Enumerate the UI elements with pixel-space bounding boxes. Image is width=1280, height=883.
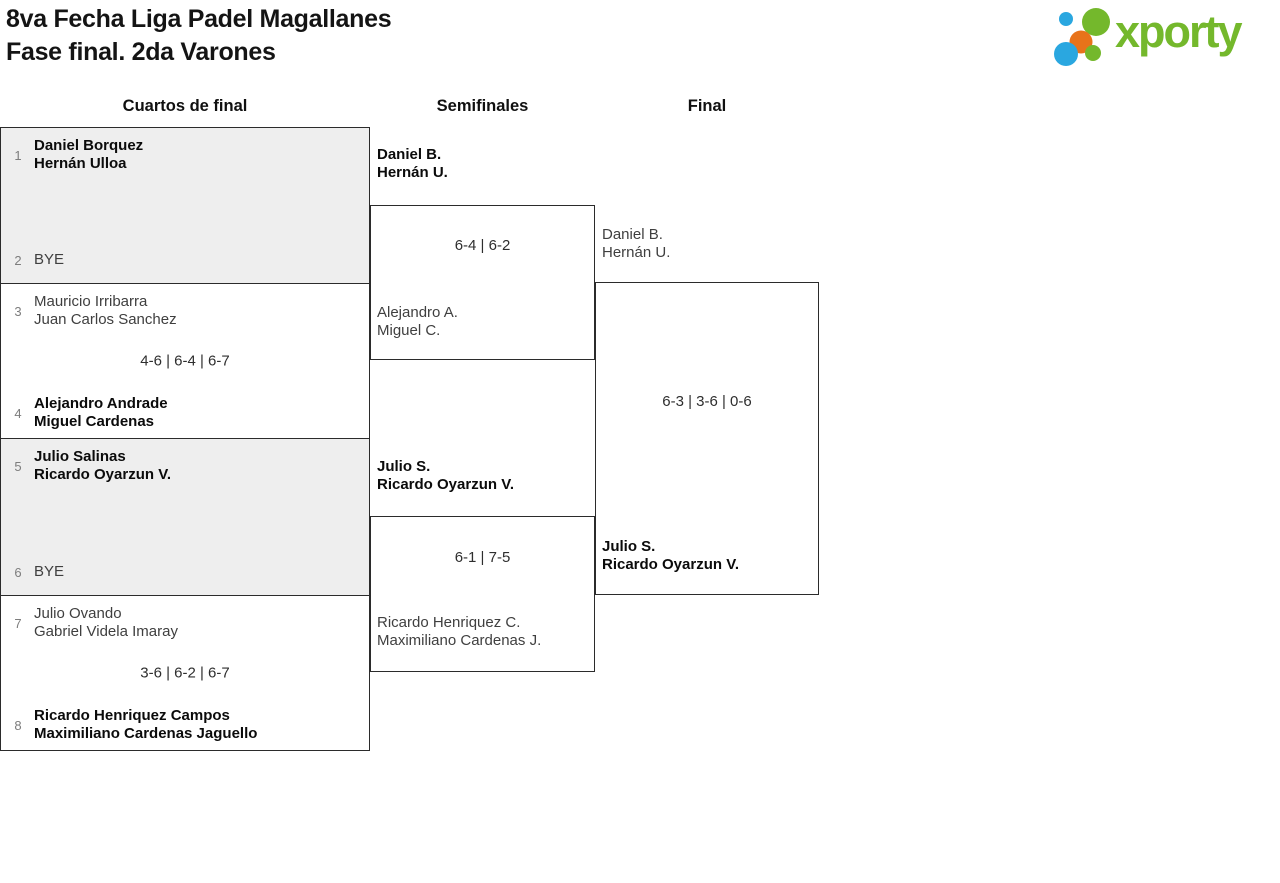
semifinal-1-bottom-team: Alejandro A.Miguel C. <box>377 304 458 340</box>
match-semifinal-1-box <box>370 205 595 360</box>
player-1: Alejandro Andrade <box>34 395 168 412</box>
player-2: Gabriel Videla Imaray <box>34 623 178 640</box>
logo-dots-icon <box>1054 8 1110 66</box>
dot-blue-large <box>1054 42 1078 66</box>
player-1: Julio Ovando <box>34 605 122 622</box>
player-1: Ricardo Henriquez Campos <box>34 707 230 724</box>
title-line-2: Fase final. 2da Varones <box>6 38 276 66</box>
semifinal-2-score: 6-1 | 7-5 <box>454 549 511 566</box>
match-score: 3-6 | 6-2 | 6-7 <box>140 664 230 682</box>
match-final-box <box>595 282 819 595</box>
player-1: Daniel B. <box>377 146 442 163</box>
player-1: Julio Salinas <box>34 448 126 465</box>
match-semifinal-2-box <box>370 516 595 672</box>
player-2: Hernán Ulloa <box>34 155 127 172</box>
team-row: 6 BYE <box>9 563 64 581</box>
player-2: Juan Carlos Sanchez <box>34 311 177 328</box>
player-1: Ricardo Henriquez C. <box>377 614 521 631</box>
bye-label: BYE <box>34 563 65 580</box>
bye-label: BYE <box>34 251 65 268</box>
dot-green-large <box>1082 8 1110 36</box>
final-score: 6-3 | 3-6 | 0-6 <box>662 393 752 410</box>
player-2: Ricardo Oyarzun V. <box>34 466 171 483</box>
team-names: BYE <box>34 251 64 269</box>
match-score: 4-6 | 6-4 | 6-7 <box>140 352 230 370</box>
player-1: Daniel B. <box>602 226 663 243</box>
final-bottom-team: Julio S.Ricardo Oyarzun V. <box>602 538 739 574</box>
player-2: Maximiliano Cardenas Jaguello <box>34 725 258 742</box>
player-1: Alejandro A. <box>377 304 458 321</box>
semifinal-2-top-team: Julio S.Ricardo Oyarzun V. <box>377 458 514 494</box>
player-1: Julio S. <box>377 458 431 475</box>
player-2: Miguel C. <box>377 322 441 339</box>
player-2: Hernán U. <box>377 164 448 181</box>
dot-blue-small <box>1059 12 1073 26</box>
player-2: Maximiliano Cardenas J. <box>377 632 542 649</box>
player-2: Miguel Cardenas <box>34 413 155 430</box>
semifinal-2-bottom-team: Ricardo Henriquez C.Maximiliano Cardenas… <box>377 614 541 650</box>
final-top-team: Daniel B.Hernán U. <box>602 226 670 262</box>
round-header-final: Final <box>687 97 727 115</box>
seed-number: 1 <box>14 147 22 163</box>
title-line-1: 8va Fecha Liga Padel Magallanes <box>6 5 392 33</box>
player-2: Ricardo Oyarzun V. <box>602 556 739 573</box>
round-header-quarterfinals: Cuartos de final <box>122 97 248 115</box>
seed-number: 6 <box>14 564 22 580</box>
player-1: Julio S. <box>602 538 656 555</box>
seed-number: 3 <box>14 303 22 319</box>
seed-number: 4 <box>14 405 22 421</box>
round-header-semifinals: Semifinales <box>436 97 529 115</box>
brand-wordmark: xporty <box>1115 6 1243 57</box>
team-row: 2 BYE <box>9 251 64 269</box>
dot-green-small <box>1085 45 1101 61</box>
player-1: Daniel Borquez <box>34 137 144 154</box>
semifinal-1-score: 6-4 | 6-2 <box>454 237 511 254</box>
page-title: 8va Fecha Liga Padel Magallanes Fase fin… <box>6 3 392 69</box>
seed-number: 8 <box>14 717 22 733</box>
seed-number: 2 <box>14 252 22 268</box>
semifinal-1-top-team: Daniel B.Hernán U. <box>377 146 448 182</box>
player-2: Ricardo Oyarzun V. <box>377 476 514 493</box>
seed-number: 7 <box>14 615 22 631</box>
seed-number: 5 <box>14 458 22 474</box>
team-names: BYE <box>34 563 64 581</box>
player-2: Hernán U. <box>602 244 671 261</box>
player-1: Mauricio Irribarra <box>34 293 148 310</box>
xporty-logo[interactable]: xporty <box>1049 4 1274 70</box>
